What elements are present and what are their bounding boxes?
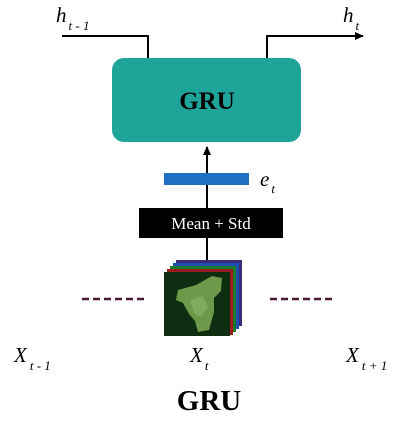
feature-vector [164, 173, 249, 185]
caption: GRU [177, 385, 242, 417]
mean-std-label: Mean + Std [171, 214, 251, 233]
input-image-stack [164, 260, 242, 336]
gru-block [112, 58, 301, 142]
gru-block-label: GRU [179, 88, 235, 115]
mean-std-box [139, 208, 283, 238]
hidden-out-arrow [266, 32, 364, 58]
